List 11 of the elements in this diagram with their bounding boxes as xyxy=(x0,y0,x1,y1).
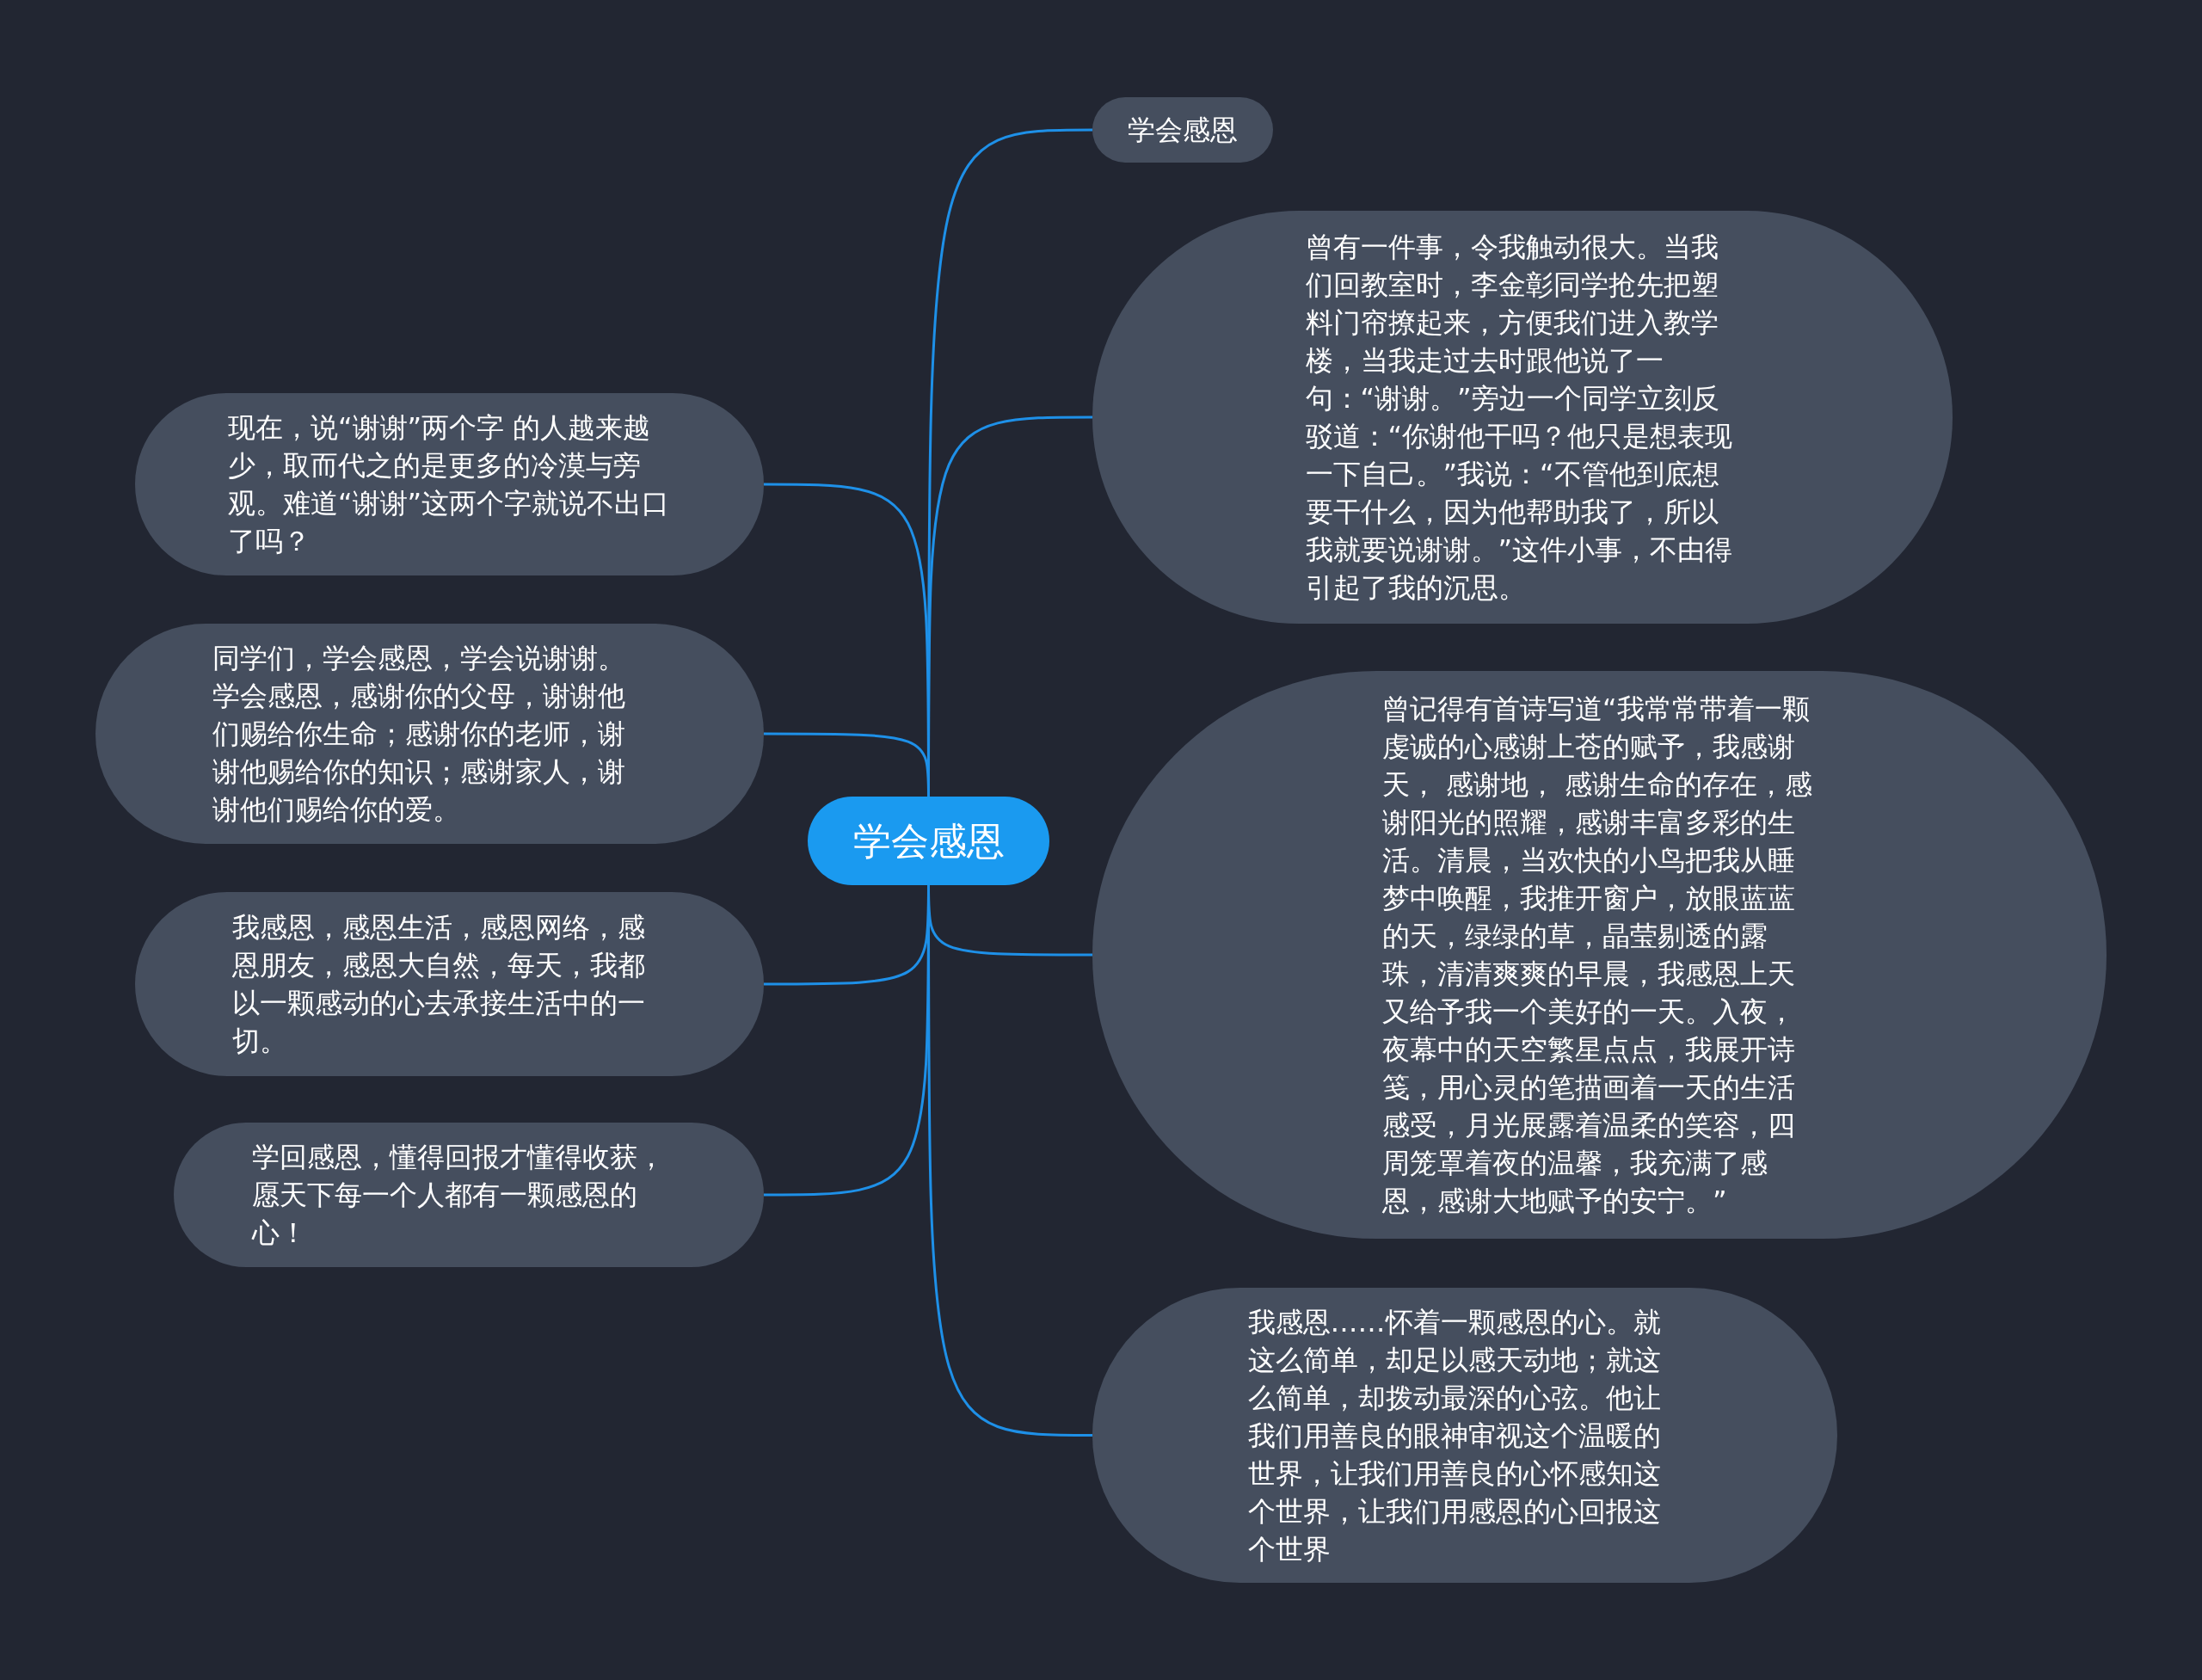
node-text: 现在，说“谢谢”两个字 的人越来越少，取而代之的是更多的冷漠与旁观。难道“谢谢”这两个字就说不出口了吗？ xyxy=(228,410,671,559)
node-text: 曾有一件事，令我触动很大。当我们回教室时，李金彰同学抢先把塑料门帘撩起来，方便我们进入教学楼，当我走过去时跟他说了一句：“谢谢。”旁边一个同学立刻反驳道：“你谢他干吗？他只是想表现一下自己。”我说：“不管他到底想要干什么，因为他帮助我了，所以我就要说谢谢。”这件小事，不由得引起了我的沉思。 xyxy=(1305,230,1734,606)
node-text: 学会感恩 xyxy=(852,817,1005,865)
node-text: 我感恩……怀着一颗感恩的心。就这么简单，却足以感天动地；就这么简单，却拨动最深的心弦。他让我们用善良的眼神审视这个温暖的世界，让我们用善良的心怀感知这个世界，让我们用感恩的心回报这个世界 xyxy=(1247,1304,1662,1567)
connector-line xyxy=(764,885,930,1197)
node-text: 同学们，学会感恩，学会说谢谢。学会感恩，感谢你的父母，谢谢他们赐给你生命；感谢你的老师，谢谢他赐给你的知识；感谢家人，谢谢他们赐给你的爱。 xyxy=(212,641,626,828)
node-text: 曾记得有首诗写道“我常常带着一颗虔诚的心感谢上苍的赋予，我感谢天， 感谢地， 感谢生命的存在，感谢阳光的照耀，感谢丰富多彩的生活。清晨，当欢快的小鸟把我从睡梦中唤醒，我推开窗户，放眼蓝蓝的天，绿绿的草，晶莹剔透的露珠，清清爽爽的早晨，我感恩上天又给予我一个美好的一天。入夜，夜幕中的天空繁星点点，我展开诗笺，用心灵的笔描画着一天的生活感受，月光展露着温柔的笑容，四周笼罩着夜的温馨，我充满了感恩，感谢大地赋予的安宁。” xyxy=(1382,692,1814,1219)
connector-line xyxy=(764,732,930,797)
node-text: 学会感恩 xyxy=(1128,113,1238,148)
node-text: 我感恩，感恩生活，感恩网络，感恩朋友，感恩大自然，每天，我都以一颗感动的心去承接生活中的一切。 xyxy=(232,910,646,1059)
node-text: 学回感恩，懂得回报才懂得收获，愿天下每一个人都有一颗感恩的心！ xyxy=(251,1140,666,1251)
